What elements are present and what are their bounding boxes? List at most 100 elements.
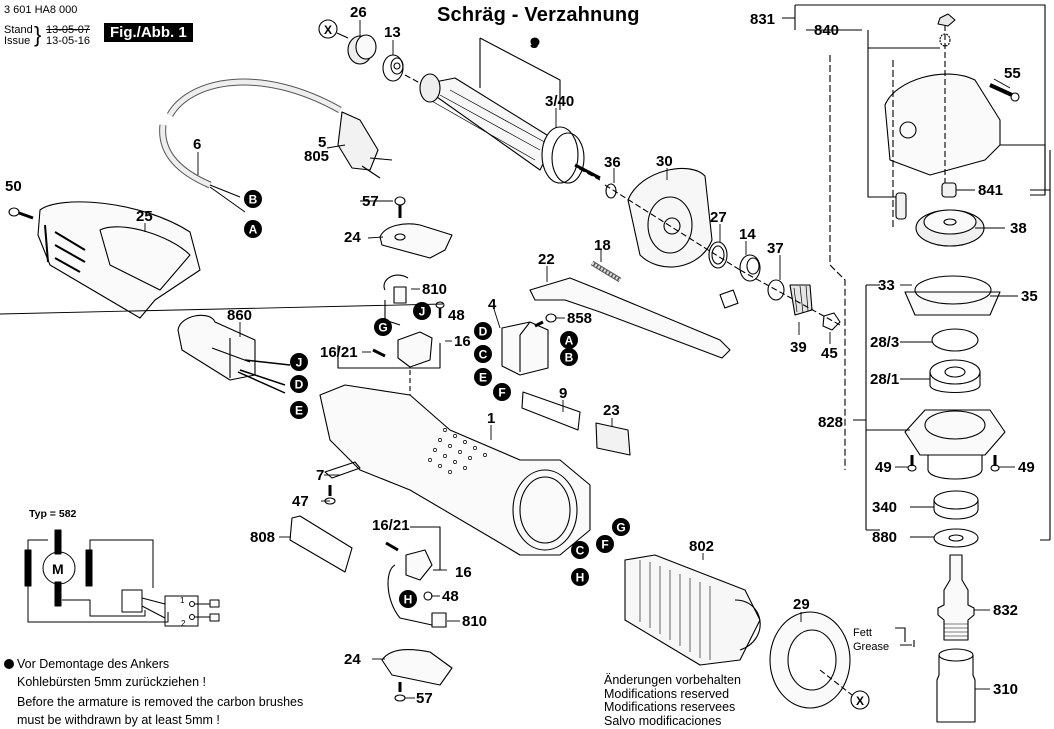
part-number-p24a[interactable]: 24 [344, 229, 361, 246]
part-number-p810a[interactable]: 810 [422, 281, 447, 298]
part-23-shape[interactable] [595, 422, 631, 456]
part-281-shape[interactable] [929, 359, 981, 393]
part-number-p281[interactable]: 28/1 [870, 371, 899, 388]
part-310-shape[interactable] [936, 648, 976, 723]
part-828-shape[interactable] [904, 409, 1006, 480]
part-number-p38[interactable]: 38 [1010, 220, 1027, 237]
part-number-p30[interactable]: 30 [656, 153, 673, 170]
part-number-p1[interactable]: 1 [487, 410, 495, 427]
part-number-p4[interactable]: 4 [488, 296, 497, 313]
part-number-p39[interactable]: 39 [790, 339, 807, 356]
part-9-shape[interactable] [521, 391, 581, 431]
part-number-p9[interactable]: 9 [559, 385, 567, 402]
part-number-p810b[interactable]: 810 [462, 613, 487, 630]
part-27-shape[interactable] [708, 241, 728, 269]
part-number-p310[interactable]: 310 [993, 681, 1018, 698]
part-number-p802[interactable]: 802 [689, 538, 714, 555]
part-number-p49b[interactable]: 49 [1018, 459, 1035, 476]
part-35-shape[interactable] [904, 275, 1001, 316]
part-number-p57a[interactable]: 57 [362, 193, 379, 210]
part-number-p808[interactable]: 808 [250, 529, 275, 546]
part-number-p57b[interactable]: 57 [416, 690, 433, 707]
part-810b-shape[interactable] [387, 564, 447, 628]
part-number-p27[interactable]: 27 [710, 209, 727, 226]
part-55-shape[interactable] [989, 83, 1020, 102]
part-45-shape[interactable] [822, 312, 841, 331]
part-number-p858[interactable]: 858 [567, 310, 592, 327]
part-25-shape[interactable] [37, 201, 201, 319]
part-number-p24b[interactable]: 24 [344, 651, 361, 668]
part-18-shape[interactable] [590, 260, 622, 283]
part-number-p35[interactable]: 35 [1021, 288, 1038, 305]
part-37-shape[interactable] [767, 279, 785, 301]
part-808-shape[interactable] [289, 515, 353, 573]
part-38-shape[interactable] [915, 209, 985, 247]
part-840-shape[interactable] [884, 13, 1001, 190]
part-802-shape[interactable] [624, 554, 761, 666]
part-1621b-shape[interactable] [385, 541, 399, 552]
part-283-shape[interactable] [931, 328, 979, 352]
part-24b-shape[interactable] [381, 649, 453, 686]
part-number-p25[interactable]: 25 [136, 208, 153, 225]
part-number-p841[interactable]: 841 [978, 182, 1003, 199]
part-number-p831[interactable]: 831 [750, 11, 775, 28]
part-50-shape[interactable] [8, 207, 34, 220]
part-number-p840[interactable]: 840 [814, 22, 839, 39]
part-858-shape[interactable] [534, 313, 557, 328]
part-860-shape[interactable] [177, 314, 291, 394]
part-number-p880[interactable]: 880 [872, 529, 897, 546]
part-number-p1621a[interactable]: 16/21 [320, 344, 358, 361]
part-1621a-shape[interactable] [372, 348, 386, 358]
part-49b-shape[interactable] [990, 455, 1000, 472]
part-841-shape[interactable] [941, 182, 957, 198]
part-30-shape[interactable] [627, 168, 713, 268]
part-number-p283[interactable]: 28/3 [870, 334, 899, 351]
part-number-p832[interactable]: 832 [993, 602, 1018, 619]
part-810a-shape[interactable] [383, 274, 409, 326]
part-number-p805[interactable]: 805 [304, 148, 329, 165]
part-number-p55[interactable]: 55 [1004, 65, 1021, 82]
part-number-p45[interactable]: 45 [821, 345, 838, 362]
part-832-shape[interactable] [937, 554, 975, 641]
part-880-shape[interactable] [933, 528, 979, 548]
part-number-p3400[interactable]: 340 [872, 499, 897, 516]
part-57b-shape[interactable] [394, 682, 406, 702]
part-number-p36[interactable]: 36 [604, 154, 621, 171]
part-16b-shape[interactable] [405, 549, 433, 581]
part-number-p37[interactable]: 37 [767, 240, 784, 257]
part-number-p5[interactable]: 5 [318, 134, 326, 151]
part-number-p22[interactable]: 22 [538, 251, 555, 268]
power-cord-part[interactable] [159, 78, 342, 213]
part-number-p14[interactable]: 14 [739, 226, 756, 243]
part-36-shape[interactable] [605, 183, 617, 199]
part-number-p16b[interactable]: 16 [455, 564, 472, 581]
part-number-p47[interactable]: 47 [292, 493, 309, 510]
part-number-p48a[interactable]: 48 [448, 307, 465, 324]
part-number-p828[interactable]: 828 [818, 414, 843, 431]
part-number-p50[interactable]: 50 [5, 178, 22, 195]
part-39-shape[interactable] [789, 284, 813, 316]
part-number-p26[interactable]: 26 [350, 4, 367, 21]
part-number-p13[interactable]: 13 [384, 24, 401, 41]
part-49a-shape[interactable] [907, 455, 917, 472]
part-number-p49a[interactable]: 49 [875, 459, 892, 476]
armature-part[interactable] [404, 73, 601, 184]
part-number-p6[interactable]: 6 [193, 136, 201, 153]
plug-part[interactable] [337, 111, 393, 179]
part-number-p33[interactable]: 33 [878, 277, 895, 294]
part-16a-shape[interactable] [397, 331, 433, 368]
part-number-p18[interactable]: 18 [594, 237, 611, 254]
part-29-shape[interactable] [769, 611, 851, 709]
part-3400-shape[interactable] [933, 490, 979, 520]
part-48a-shape[interactable] [435, 301, 445, 318]
part-number-p1621b[interactable]: 16/21 [372, 517, 410, 534]
part-number-p7[interactable]: 7 [316, 467, 324, 484]
part-4-shape[interactable] [501, 321, 549, 376]
part-1-shape[interactable] [319, 384, 591, 556]
part-7-shape[interactable] [324, 461, 361, 479]
part-24a-shape[interactable] [379, 223, 453, 259]
part-14-shape[interactable] [719, 254, 761, 309]
part-number-p29[interactable]: 29 [793, 596, 810, 613]
part-22-shape[interactable] [529, 277, 731, 359]
part-number-p16a[interactable]: 16 [454, 333, 471, 350]
